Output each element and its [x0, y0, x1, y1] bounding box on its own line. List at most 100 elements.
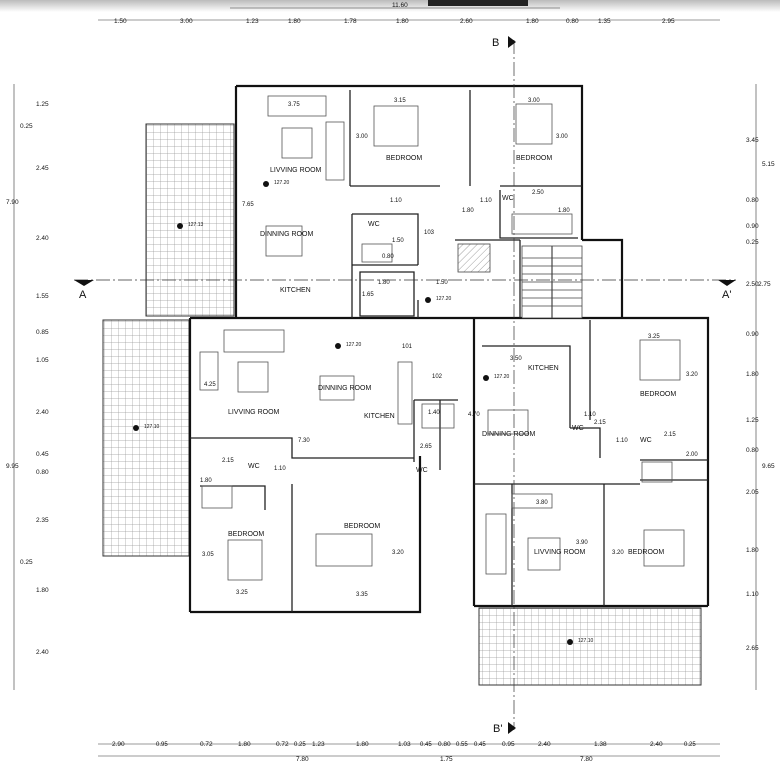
room-labels: LIVVING ROOM DINNING ROOM KITCHEN BEDROO…	[228, 155, 676, 556]
room-label-dining-1: DINNING ROOM	[260, 231, 313, 238]
section-marker-a-right	[718, 280, 736, 286]
inner-dim-3-15: 3.15	[394, 98, 406, 104]
room-label-bedroom-3: BEDROOM	[228, 531, 264, 538]
dim-left-13: 1.80	[36, 587, 49, 594]
inner-dim-1-80-c: 1.80	[378, 280, 390, 286]
section-marker-b-bottom	[508, 722, 516, 734]
dim-left-8: 2.40	[36, 409, 49, 416]
room-label-bedroom-1: BEDROOM	[386, 155, 422, 162]
level-text-4: 127.20	[346, 342, 362, 348]
dim-right-9: 0.80	[746, 447, 759, 454]
inner-dim-3-90: 3.90	[576, 540, 588, 546]
inner-dim-3-35: 3.35	[356, 592, 368, 598]
furniture	[199, 95, 685, 581]
dim-bottom-faint-3: 0.45	[420, 742, 432, 748]
level-text-5: 127.10	[144, 424, 160, 430]
dim-left-2: 0.25	[20, 123, 33, 130]
room-label-bedroom-4: BEDROOM	[344, 523, 380, 530]
dim-right-total-1: 5.15	[762, 161, 775, 168]
space-number-102: 102	[432, 374, 443, 380]
room-label-kitchen-3: KITCHEN	[528, 365, 559, 372]
dim-bottom-8: 0.80	[438, 741, 451, 748]
top-shadow-bar	[0, 0, 780, 12]
dim-right-4: 0.25	[746, 239, 759, 246]
room-label-dining-3: DINNING ROOM	[482, 431, 535, 438]
dim-top-2: 3.00	[180, 18, 193, 25]
dim-right-1: 3.45	[746, 137, 759, 144]
inner-dim-0-80: 0.80	[382, 254, 394, 260]
dim-top-5: 1.78	[344, 18, 357, 25]
level-symbol-2	[177, 223, 183, 229]
dim-bottom-faint-1: 0.95	[156, 742, 168, 748]
dim-right-8: 1.25	[746, 417, 759, 424]
level-text-2: 127.13	[188, 222, 204, 228]
room-label-wc-1: WC	[368, 221, 380, 228]
inner-dim-1-50-a: 1.50	[392, 238, 404, 244]
section-marker-b-top	[508, 36, 516, 48]
inner-dim-1-40: 1.40	[428, 410, 440, 416]
inner-dim-1-50-b: 1.50	[436, 280, 448, 286]
dim-left-1: 1.25	[36, 101, 49, 108]
inner-dim-3-80: 3.80	[536, 500, 548, 506]
dim-left-6: 0.85	[36, 329, 49, 336]
inner-dim-2-15-c: 2.15	[664, 432, 676, 438]
level-symbol-1	[263, 181, 269, 187]
dimension-lines	[13, 7, 757, 757]
section-lines	[74, 40, 736, 730]
inner-dim-3-00-b: 3.00	[556, 134, 568, 140]
inner-dim-2-65: 2.65	[420, 444, 432, 450]
inner-dimensions: 3.75 3.15 3.00 3.00 3.00 7.65 1.10 1.80 …	[200, 98, 698, 598]
inner-dim-1-10-e: 1.10	[616, 438, 628, 444]
dim-left-12: 0.25	[20, 559, 33, 566]
section-label-b-top: B	[492, 37, 499, 49]
room-label-bedroom-2: BEDROOM	[516, 155, 552, 162]
room-label-wc-3: WC	[248, 463, 260, 470]
dim-bottom-3: 1.80	[238, 741, 251, 748]
dim-left-4: 2.40	[36, 235, 49, 242]
terrace-lower-left	[102, 319, 190, 557]
dim-bottom-7: 1.03	[398, 741, 411, 748]
space-numbers: 103 101 102	[402, 230, 443, 380]
section-label-b-bottom: B'	[493, 723, 502, 735]
top-dimensions: 11.60 1.50 3.00 1.23 1.80 1.78 1.80 2.60…	[114, 2, 675, 25]
dim-right-total-2: 9.65	[762, 463, 775, 470]
dim-bottom-5: 1.23	[312, 741, 325, 748]
dim-bottom-9: 0.95	[502, 741, 515, 748]
room-label-living-1: LIVVING ROOM	[270, 167, 322, 174]
dim-bottom-6: 1.80	[356, 741, 369, 748]
space-number-101: 101	[402, 344, 413, 350]
inner-dim-1-65: 1.65	[362, 292, 374, 298]
dim-right-12: 1.10	[746, 591, 759, 598]
dim-bottom-total-3: 7.80	[580, 756, 593, 763]
room-label-wc-6: WC	[640, 437, 652, 444]
dim-right-13: 2.65	[746, 645, 759, 652]
dim-top-1: 1.50	[114, 18, 127, 25]
interior-walls	[190, 90, 708, 612]
room-label-wc-2: WC	[502, 195, 514, 202]
dim-top-total: 11.60	[392, 2, 408, 9]
dim-bottom-faint-4: 0.55	[456, 742, 468, 748]
dim-bottom-10: 2.40	[538, 741, 551, 748]
dim-left-9: 0.45	[36, 451, 49, 458]
inner-dim-1-80-b: 1.80	[558, 208, 570, 214]
inner-dim-3-20-a: 3.20	[392, 550, 404, 556]
dim-top-10: 1.35	[598, 18, 611, 25]
inner-dim-2-15-a: 2.15	[222, 458, 234, 464]
inner-dim-3-00-top: 3.00	[528, 98, 540, 104]
right-dimensions: 5.15 9.65 2.75 3.45 0.80 0.90 0.25 2.50 …	[746, 137, 775, 652]
room-label-wc-4: WC	[416, 467, 428, 474]
terrace-upper-left	[145, 123, 235, 317]
inner-dim-1-80-d: 1.80	[200, 478, 212, 484]
inner-dim-7-65: 7.65	[242, 202, 254, 208]
dim-bottom-1: 2.90	[112, 741, 125, 748]
level-symbol-7	[567, 639, 573, 645]
level-text-3: 127.20	[436, 296, 452, 302]
room-label-kitchen-1: KITCHEN	[280, 287, 311, 294]
level-symbol-5	[133, 425, 139, 431]
room-label-wc-5: WC	[572, 425, 584, 432]
inner-dim-1-10-c: 1.10	[274, 466, 286, 472]
dim-left-5: 1.55	[36, 293, 49, 300]
inner-dim-4-25: 4.25	[204, 382, 216, 388]
dim-top-11: 2.95	[662, 18, 675, 25]
inner-dim-1-10-a: 1.10	[390, 198, 402, 204]
